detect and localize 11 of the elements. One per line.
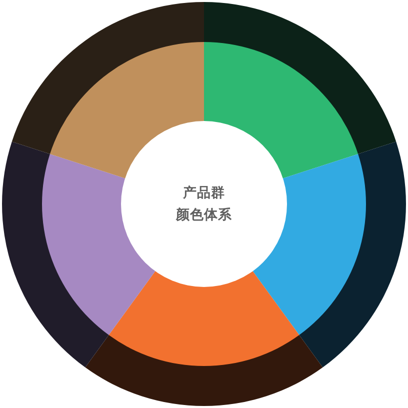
center-label: 产品群颜色体系 — [176, 184, 232, 225]
donut-segment — [50, 42, 204, 179]
ring-segment — [85, 334, 323, 406]
donut-segment — [204, 42, 358, 179]
ring-segment — [2, 142, 110, 368]
ring-segment — [12, 2, 204, 154]
donut-segment — [42, 154, 156, 336]
ring-segment — [298, 142, 406, 368]
donut-segment — [252, 154, 366, 336]
ring-segment — [204, 2, 396, 154]
donut-segment — [108, 270, 300, 366]
